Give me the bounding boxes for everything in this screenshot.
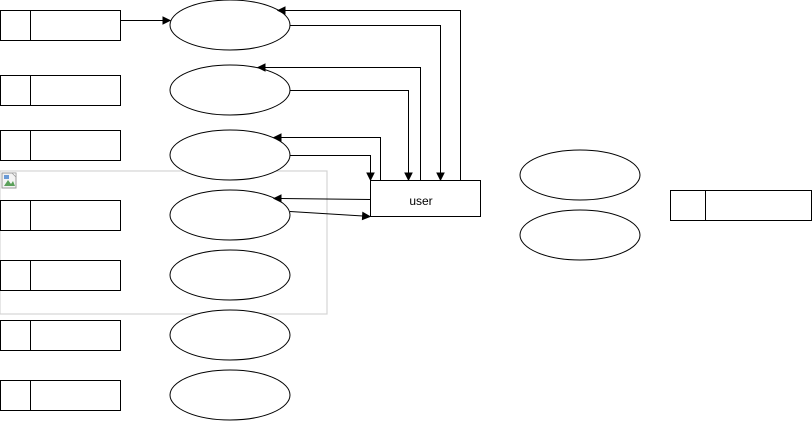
left-ellipse-3[interactable] <box>169 129 291 181</box>
edge-user-ellipse2 <box>256 63 421 181</box>
left-ellipse-2[interactable] <box>169 64 291 116</box>
edge-user-ellipse1-top <box>276 6 461 181</box>
edge-user-ellipse4 <box>272 194 371 203</box>
edge-ellipse3-user <box>290 155 375 182</box>
image-placeholder-frame <box>0 170 328 315</box>
left-ellipse-7[interactable] <box>169 369 291 421</box>
left-ellipse-6[interactable] <box>169 309 291 361</box>
edge-ellipse4-user <box>289 211 372 221</box>
left-ellipse-5[interactable] <box>169 249 291 301</box>
edge-user-ellipse3 <box>272 133 381 181</box>
user-node-label: user <box>409 194 432 208</box>
right-ellipse-2[interactable] <box>519 209 641 261</box>
user-node[interactable]: user <box>370 180 481 217</box>
left-ellipse-1[interactable] <box>169 0 291 51</box>
left-table-3[interactable] <box>0 130 121 161</box>
left-table-1[interactable] <box>0 10 121 41</box>
left-table-4[interactable] <box>0 200 121 231</box>
right-ellipse-1[interactable] <box>519 149 641 201</box>
edge-ellipse1-user <box>290 25 445 182</box>
right-table[interactable] <box>670 190 812 221</box>
broken-image-icon <box>1 172 17 189</box>
left-ellipse-4[interactable] <box>169 189 291 241</box>
left-table-5[interactable] <box>0 260 121 291</box>
left-table-2[interactable] <box>0 75 121 106</box>
edge-ellipse2-user <box>290 90 413 182</box>
left-table-6[interactable] <box>0 320 121 351</box>
left-table-7[interactable] <box>0 380 121 411</box>
edge-table1-ellipse1 <box>120 16 172 25</box>
